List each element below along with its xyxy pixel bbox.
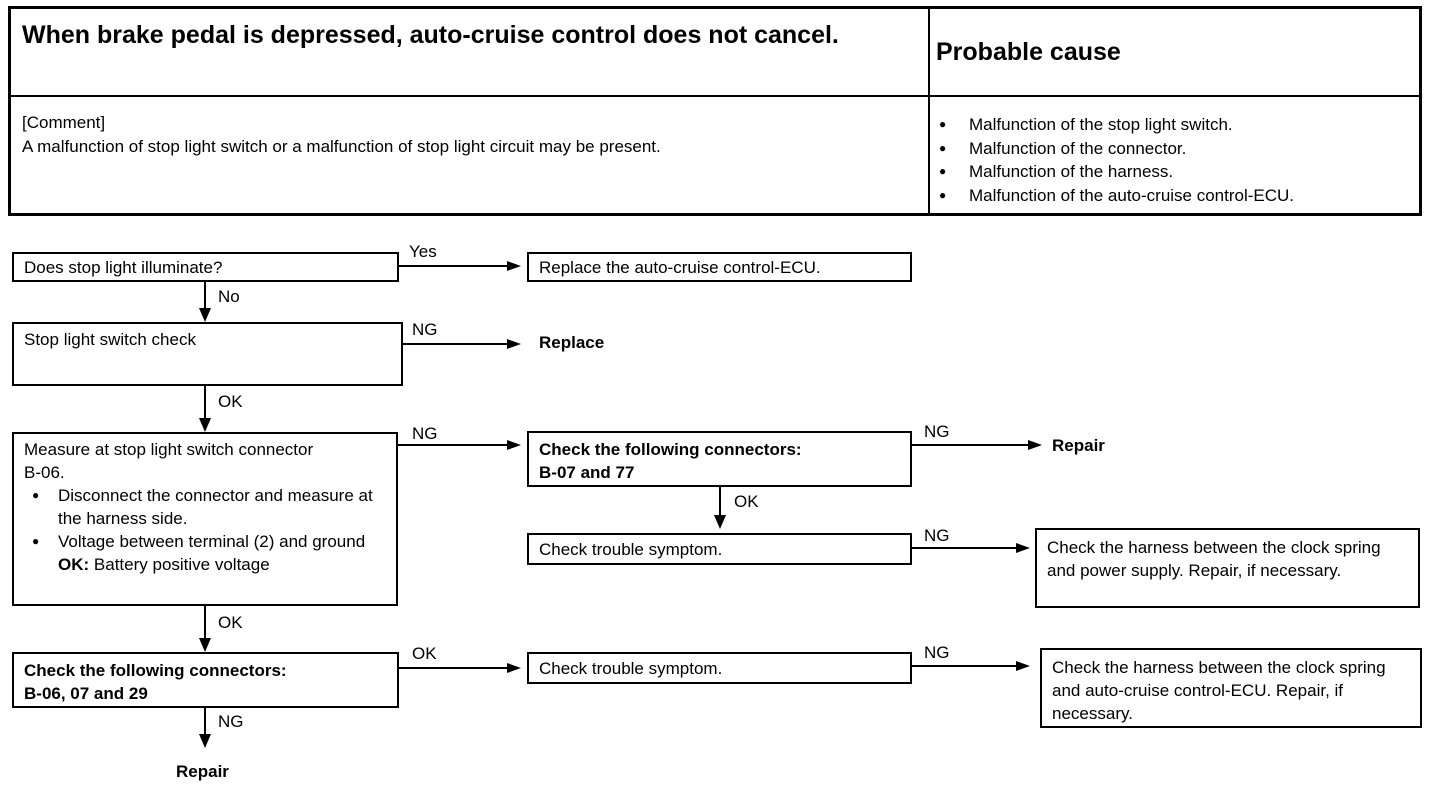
ng-connector bbox=[403, 343, 509, 345]
measure-line-1: Measure at stop light switch connector bbox=[24, 440, 314, 459]
arrow-down-icon bbox=[199, 308, 211, 322]
ok-connector bbox=[719, 487, 721, 515]
arrow-right-icon bbox=[507, 663, 521, 673]
ng-label: NG bbox=[412, 424, 438, 443]
repair-label: Repair bbox=[1052, 436, 1105, 455]
ng-connector bbox=[912, 665, 1018, 667]
ng-connector bbox=[398, 444, 509, 446]
arrow-right-icon bbox=[507, 261, 521, 271]
ok-criterion-value: Battery positive voltage bbox=[93, 555, 270, 574]
cause-item: Malfunction of the harness. bbox=[935, 160, 1294, 184]
measure-connector-box: Measure at stop light switch connector B… bbox=[12, 432, 398, 606]
yes-connector bbox=[399, 265, 509, 267]
arrow-right-icon bbox=[507, 440, 521, 450]
arrow-down-icon bbox=[714, 515, 726, 529]
ok-label: OK bbox=[734, 492, 759, 511]
check-connectors-a-list: B-07 and 77 bbox=[539, 463, 635, 482]
cause-item: Malfunction of the connector. bbox=[935, 137, 1294, 161]
check-connectors-b-box: Check the following connectors: B-06, 07… bbox=[12, 652, 399, 708]
arrow-down-icon bbox=[199, 638, 211, 652]
measure-line-2: B-06. bbox=[24, 463, 65, 482]
measure-step: Disconnect the connector and measure at … bbox=[24, 484, 386, 530]
ok-label: OK bbox=[412, 644, 437, 663]
ok-connector bbox=[204, 386, 206, 418]
stop-light-switch-check-box: Stop light switch check bbox=[12, 322, 403, 386]
probable-cause-list: Malfunction of the stop light switch. Ma… bbox=[935, 113, 1294, 207]
repair-label: Repair bbox=[176, 762, 229, 781]
comment-label: [Comment] bbox=[22, 113, 106, 132]
arrow-right-icon bbox=[1016, 661, 1030, 671]
replace-ecu-box: Replace the auto-cruise control-ECU. bbox=[527, 252, 912, 282]
measure-step: Voltage between terminal (2) and ground bbox=[24, 530, 386, 553]
ng-label: NG bbox=[924, 526, 950, 545]
no-label: No bbox=[218, 287, 240, 306]
check-trouble-symptom-b-box: Check trouble symptom. bbox=[527, 652, 912, 684]
check-trouble-symptom-a-box: Check trouble symptom. bbox=[527, 533, 912, 565]
ng-connector bbox=[204, 708, 206, 734]
cause-item: Malfunction of the stop light switch. bbox=[935, 113, 1294, 137]
ng-label: NG bbox=[924, 643, 950, 662]
check-harness-ecu-box: Check the harness between the clock spri… bbox=[1040, 648, 1422, 728]
arrow-down-icon bbox=[199, 734, 211, 748]
check-harness-power-box: Check the harness between the clock spri… bbox=[1035, 528, 1420, 608]
symptom-table: When brake pedal is depressed, auto-crui… bbox=[8, 6, 1422, 216]
probable-cause-heading: Probable cause bbox=[936, 38, 1121, 66]
ng-label: NG bbox=[924, 422, 950, 441]
ok-connector bbox=[204, 606, 206, 638]
ok-connector bbox=[399, 667, 509, 669]
ng-connector bbox=[912, 547, 1018, 549]
table-row-divider bbox=[11, 95, 1419, 97]
table-column-divider bbox=[928, 9, 930, 213]
check-connectors-a-box: Check the following connectors: B-07 and… bbox=[527, 431, 912, 487]
replace-label: Replace bbox=[539, 333, 605, 352]
ok-criterion: OK: Battery positive voltage bbox=[24, 553, 386, 576]
ng-label: NG bbox=[412, 320, 438, 339]
cause-item: Malfunction of the auto-cruise control-E… bbox=[935, 184, 1294, 208]
stop-light-question-box: Does stop light illuminate? bbox=[12, 252, 399, 282]
no-connector bbox=[204, 282, 206, 308]
arrow-down-icon bbox=[199, 418, 211, 432]
check-connectors-a-heading: Check the following connectors: bbox=[539, 440, 802, 459]
arrow-right-icon bbox=[1028, 440, 1042, 450]
measure-steps: Disconnect the connector and measure at … bbox=[24, 484, 386, 553]
ng-label: NG bbox=[218, 712, 244, 731]
yes-label: Yes bbox=[409, 242, 437, 261]
ng-connector bbox=[912, 444, 1030, 446]
ok-label: OK bbox=[218, 392, 243, 411]
comment-text: A malfunction of stop light switch or a … bbox=[22, 137, 661, 156]
check-connectors-b-list: B-06, 07 and 29 bbox=[24, 684, 148, 703]
check-connectors-b-heading: Check the following connectors: bbox=[24, 661, 287, 680]
arrow-right-icon bbox=[1016, 543, 1030, 553]
arrow-right-icon bbox=[507, 339, 521, 349]
symptom-title: When brake pedal is depressed, auto-crui… bbox=[22, 21, 839, 49]
ok-criterion-label: OK: bbox=[58, 555, 90, 574]
ok-label: OK bbox=[218, 613, 243, 632]
